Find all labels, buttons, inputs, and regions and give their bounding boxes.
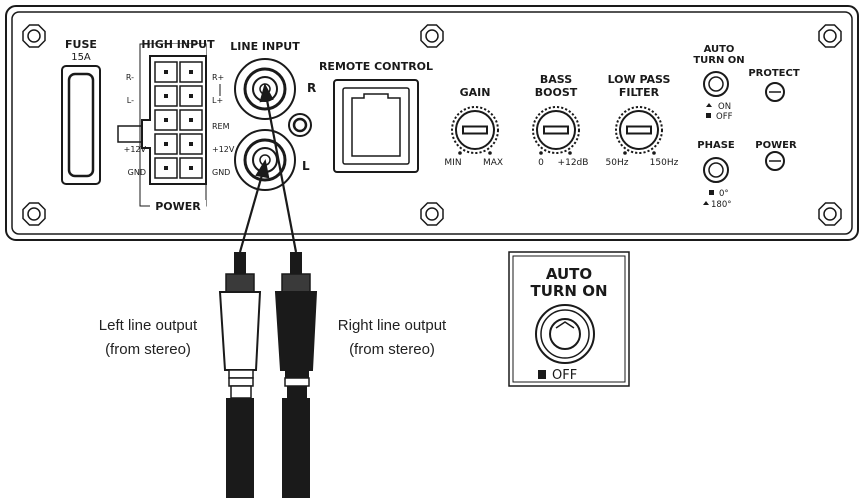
rca-jack-right-icon[interactable] <box>234 58 296 120</box>
remote-control-port[interactable]: REMOTE CONTROL <box>319 60 433 173</box>
connector-pin-grid <box>154 61 203 179</box>
bass-boost-label-1: BASS <box>540 73 572 86</box>
auto-turn-on-detail: AUTO TURN ON OFF <box>508 251 630 387</box>
pin-label-12v-right: +12V <box>212 145 235 154</box>
connector-pin-contact <box>189 94 193 98</box>
phase-switch[interactable]: PHASE 0° 180° <box>697 140 735 210</box>
screw-top-left-icon <box>22 24 46 48</box>
fuse: FUSE 15A <box>61 38 101 185</box>
channel-r-label: R <box>307 81 316 95</box>
power-led: POWER <box>755 140 797 171</box>
remote-control-label: REMOTE CONTROL <box>319 60 433 73</box>
pin-label-l-minus: L- <box>127 96 134 105</box>
fuse-label: FUSE <box>65 38 97 51</box>
power-led-label: POWER <box>755 140 797 151</box>
phase-180-label: 180° <box>711 200 731 210</box>
auto-turn-on-label-1: AUTO <box>704 44 735 55</box>
connector-pin-contact <box>164 70 168 74</box>
left-cable-caption-2: (from stereo) <box>105 341 191 358</box>
connector-pin-contact <box>189 70 193 74</box>
screw-top-right-icon <box>818 24 842 48</box>
auto-turn-on-on-label: ON <box>718 102 731 112</box>
gain-label: GAIN <box>460 86 491 99</box>
bass-boost-knob[interactable]: BASS BOOST 0 +12dB <box>532 73 589 168</box>
pin-label-rem: REM <box>212 122 230 131</box>
connector-pin-contact <box>164 142 168 146</box>
fuse-rating: 15A <box>71 52 91 63</box>
low-pass-label-2: FILTER <box>619 86 660 99</box>
screw-top-center-icon <box>420 24 444 48</box>
line-input-label: LINE INPUT <box>230 40 300 53</box>
amplifier-panel <box>5 5 859 241</box>
right-rca-cable <box>274 252 318 498</box>
pin-label-12v-left: +12V <box>124 145 147 154</box>
ground-post-icon <box>288 113 312 137</box>
gain-max-label: MAX <box>483 158 503 168</box>
connector-pin-contact <box>189 142 193 146</box>
protect-led: PROTECT <box>748 68 800 102</box>
high-input-connector: HIGH INPUT POWER R- L- +12V GND R+ L+ RE… <box>117 38 235 213</box>
phase-label: PHASE <box>697 140 735 151</box>
mounting-screws <box>22 24 842 226</box>
right-cable-caption-2: (from stereo) <box>349 341 435 358</box>
connection-arrows <box>238 83 298 253</box>
screw-bottom-center-icon <box>420 202 444 226</box>
gain-min-label: MIN <box>444 158 461 168</box>
high-input-label: HIGH INPUT <box>141 38 215 51</box>
pin-label-l-plus: L+ <box>212 96 223 105</box>
connector-pin-contact <box>164 166 168 170</box>
low-pass-min-label: 50Hz <box>606 158 629 168</box>
left-rca-cable <box>218 252 262 498</box>
left-cable-caption-1: Left line output <box>99 317 198 334</box>
bass-boost-min-label: 0 <box>538 158 544 168</box>
low-pass-label-1: LOW PASS <box>608 73 671 86</box>
connector-pin-contact <box>164 94 168 98</box>
pin-label-r-minus: R- <box>126 73 134 82</box>
detail-off-label: OFF <box>552 368 577 383</box>
phase-0-label: 0° <box>719 189 729 199</box>
pin-label-gnd-right: GND <box>212 168 230 177</box>
right-cable-caption-1: Right line output <box>338 317 447 334</box>
bass-boost-label-2: BOOST <box>535 86 578 99</box>
detail-label-2: TURN ON <box>530 282 607 300</box>
low-pass-filter-knob[interactable]: LOW PASS FILTER 50Hz 150Hz <box>606 73 679 168</box>
rca-jack-left-icon[interactable] <box>234 129 296 191</box>
auto-turn-on-switch[interactable]: AUTO TURN ON ON OFF <box>693 44 744 122</box>
channel-l-label: L <box>302 159 310 173</box>
auto-turn-on-label-2: TURN ON <box>693 55 744 66</box>
pin-label-gnd-left: GND <box>128 168 146 177</box>
connector-pin-contact <box>164 118 168 122</box>
rca-cables <box>218 83 318 498</box>
gain-knob[interactable]: GAIN MIN MAX <box>444 86 503 168</box>
connector-pin-contact <box>189 118 193 122</box>
line-input: LINE INPUT R L <box>230 40 316 191</box>
power-connector-label: POWER <box>155 200 201 213</box>
screw-bottom-left-icon <box>22 202 46 226</box>
detail-switch-icon <box>535 304 595 364</box>
protect-label: PROTECT <box>748 68 800 79</box>
low-pass-max-label: 150Hz <box>650 158 679 168</box>
detail-label-1: AUTO <box>546 265 592 283</box>
connector-pin-contact <box>189 166 193 170</box>
pin-label-r-plus: R+ <box>212 73 224 82</box>
auto-turn-on-off-label: OFF <box>716 112 733 122</box>
bass-boost-max-label: +12dB <box>558 158 589 168</box>
screw-bottom-right-icon <box>818 202 842 226</box>
